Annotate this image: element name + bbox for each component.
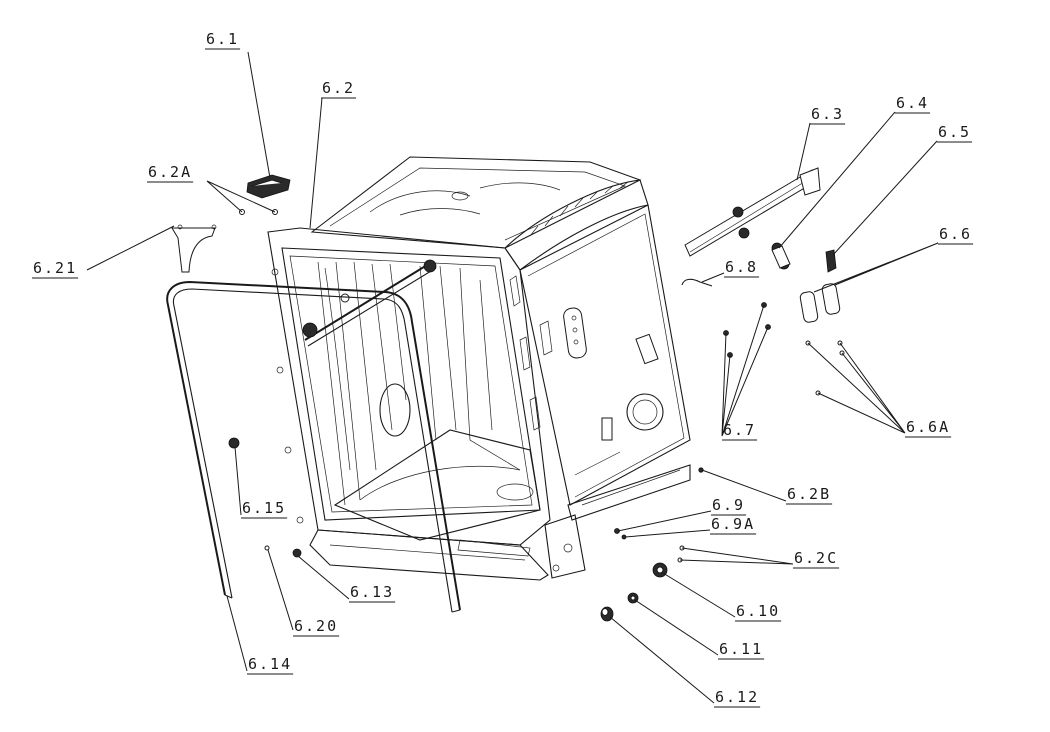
leader-lines xyxy=(86,51,939,704)
callout-6-3: 6.3 xyxy=(811,105,844,123)
part-6-13-clip xyxy=(292,548,302,558)
door-gasket xyxy=(166,280,461,613)
callout-6-6a: 6.6A xyxy=(906,418,950,436)
part-6-3-rail xyxy=(684,167,821,257)
callout-6-4: 6.4 xyxy=(896,94,929,112)
part-6-6-plates xyxy=(799,283,841,323)
callout-6-6: 6.6 xyxy=(939,225,972,243)
callout-6-7: 6.7 xyxy=(723,421,756,439)
part-6-8-hook xyxy=(681,278,713,287)
dishwasher-tub xyxy=(267,156,691,581)
part-6-12-foot xyxy=(600,606,614,622)
part-6-1-module xyxy=(246,174,291,199)
callout-6-20: 6.20 xyxy=(294,617,338,635)
callout-6-2b: 6.2B xyxy=(787,485,831,503)
callout-6-9: 6.9 xyxy=(712,496,745,514)
callout-6-9a: 6.9A xyxy=(711,515,755,533)
part-6-15-bumper xyxy=(228,437,240,449)
callout-6-8: 6.8 xyxy=(725,258,758,276)
callout-6-11: 6.11 xyxy=(719,640,763,658)
part-6-7-screws xyxy=(723,302,771,358)
callout-6-15: 6.15 xyxy=(242,499,286,517)
callout-6-2a: 6.2A xyxy=(148,163,192,181)
callout-6-13: 6.13 xyxy=(350,583,394,601)
callout-6-21: 6.21 xyxy=(33,259,77,277)
callout-6-10: 6.10 xyxy=(736,602,780,620)
part-6-20-screw xyxy=(264,545,270,551)
callout-labels: 6.1 6.2 6.2A 6.21 6.3 6.4 6.5 6.6 6.8 6.… xyxy=(33,30,972,706)
part-6-6a-pins xyxy=(805,340,845,396)
callout-6-14: 6.14 xyxy=(248,655,292,673)
callout-6-2c: 6.2C xyxy=(794,549,838,567)
part-6-5-clip xyxy=(825,249,837,273)
part-6-10-nut xyxy=(652,562,668,578)
part-6-21-bracket xyxy=(171,224,217,273)
callout-6-1: 6.1 xyxy=(206,30,239,48)
callout-underlines xyxy=(32,48,974,708)
callout-6-2: 6.2 xyxy=(322,79,355,97)
callout-6-12: 6.12 xyxy=(715,688,759,706)
part-6-4-roller xyxy=(771,242,791,270)
callout-6-5: 6.5 xyxy=(938,123,971,141)
